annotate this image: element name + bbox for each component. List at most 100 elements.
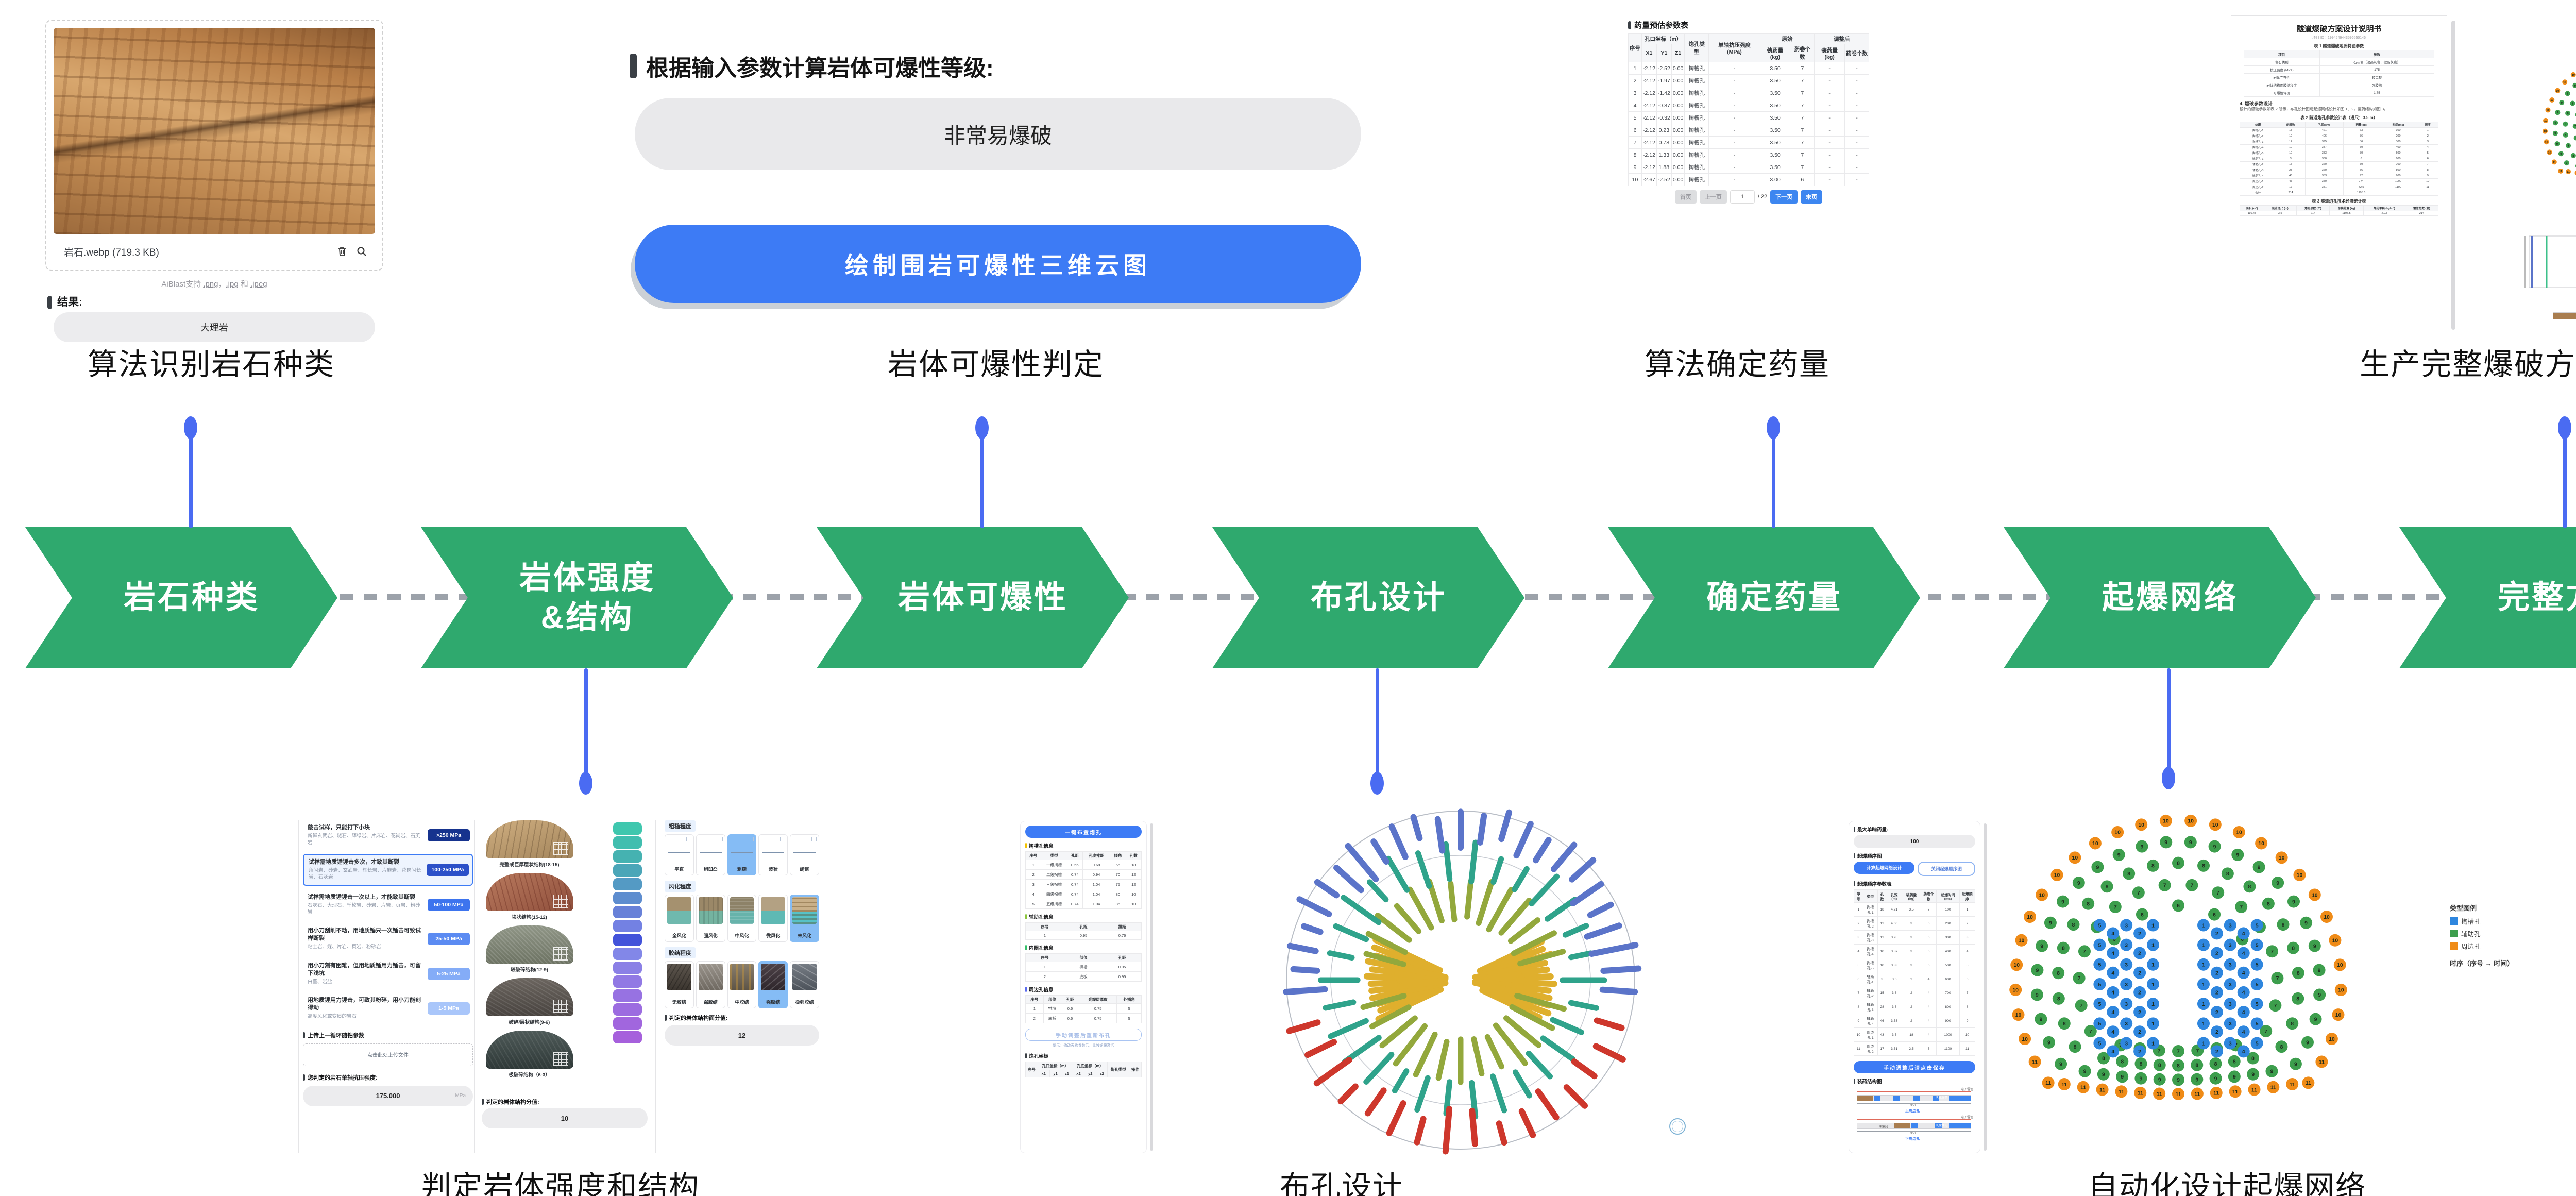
svg-text:7: 7 [2270, 949, 2274, 955]
joint-surface-panel: 粗糙程度 平直 稍凹凸 粗糙 波状 [665, 820, 819, 1046]
roughness-label: 粗糙程度 [665, 820, 696, 832]
expand-icon[interactable] [811, 837, 817, 841]
last-page-button[interactable]: 末页 [1801, 190, 1823, 204]
roughness-option[interactable]: 稍凹凸 [696, 834, 725, 875]
svg-text:2: 2 [2215, 1049, 2218, 1055]
expand-icon[interactable] [780, 837, 786, 841]
scale-number [613, 864, 642, 877]
auto-layout-button[interactable]: 一键布置炮孔 [1025, 826, 1142, 838]
svg-text:8: 8 [2158, 1063, 2161, 1069]
svg-text:7: 7 [2264, 1029, 2267, 1035]
strength-option[interactable]: 用地质锤用力锤击，可致其粉碎，用小刀能刻得动 高度风化或变质的岩石 1-5 MP… [303, 993, 473, 1024]
delete-icon[interactable] [336, 245, 348, 258]
svg-text:10: 10 [2022, 1036, 2028, 1042]
structure-option[interactable]: 极破碎结构（6-3） [485, 1031, 573, 1083]
timing-item [2450, 1065, 2568, 1076]
strength-option[interactable]: 敲击试样，只能打下小块 新鲜玄武岩、燧石、辉绿岩、片麻岩、花岗岩、石英岩 >25… [303, 820, 473, 850]
roughness-option[interactable]: 平直 [665, 834, 694, 875]
cementation-option[interactable]: 极强胶结 [790, 961, 819, 1008]
upload-dropzone[interactable]: 点击此处上传文件 [303, 1043, 473, 1066]
svg-text:10: 10 [2027, 914, 2033, 920]
structure-option[interactable]: 较破碎结构(12-9) [485, 925, 573, 978]
close-sequence-button[interactable]: 关闭起爆顺序图 [1918, 862, 1975, 876]
cementation-option[interactable]: 弱胶结 [696, 961, 725, 1008]
svg-text:4: 4 [2242, 1029, 2245, 1035]
prev-page-button[interactable]: 上一页 [1699, 190, 1727, 204]
strength-option[interactable]: 试样需地质锤锤击一次以上，才能致其断裂 石灰石、大理石、千枚岩、砂岩、片岩、页岩… [303, 889, 473, 920]
page-input[interactable] [1730, 190, 1755, 204]
cementation-option[interactable]: 强胶结 [758, 961, 788, 1008]
flow-step[interactable]: 确定药量 [1608, 527, 1920, 668]
flow-step[interactable]: 岩石种类 [25, 527, 337, 668]
structure-option[interactable]: 破碎/层状结构(9-6) [485, 978, 573, 1031]
flow-step[interactable]: 岩体可爆性 [817, 527, 1129, 668]
svg-text:7: 7 [2216, 890, 2219, 896]
timing-item [2450, 1053, 2568, 1065]
figure-hole-design-3d [1283, 808, 1642, 1155]
aux-holes-header: 辅助孔信息 [1025, 913, 1142, 920]
calc-network-button[interactable]: 计算起爆网络设计 [1854, 862, 1915, 874]
svg-text:2: 2 [2138, 950, 2141, 956]
strength-range-badge: 1-5 MPa [428, 1002, 470, 1015]
strength-option[interactable]: 用小刀刮削不动，用地质锤只一次锤击可致试样断裂 粘土岩、煤、片岩、页岩、粉砂岩 … [303, 923, 473, 954]
scrollbar[interactable] [1984, 823, 1987, 1151]
zoom-icon[interactable] [355, 245, 368, 258]
expand-icon[interactable] [686, 837, 691, 841]
svg-text:7: 7 [2158, 1048, 2161, 1054]
caption-detonation-network: 自动化设计起爆网络 [2088, 1170, 2367, 1196]
svg-text:8: 8 [2057, 970, 2060, 976]
doc-table3: 面积 (m²)设计进尺 (m)炮孔总数 (个)总装药量 (kg)炸药单耗 (kg… [2240, 205, 2439, 216]
flow-step[interactable]: 起爆网络 [2004, 527, 2316, 668]
structure-option[interactable]: 块状结构(15-12) [485, 873, 573, 925]
svg-text:8: 8 [2572, 155, 2574, 158]
weathering-option[interactable]: 全风化 [665, 895, 694, 942]
roughness-option[interactable]: 粗糙 [727, 834, 757, 875]
expand-icon[interactable] [749, 837, 754, 841]
scrollbar[interactable] [1150, 823, 1153, 1151]
sequence-table-header: 起爆顺序参数表 [1854, 880, 1975, 887]
structure-option[interactable]: 完整或巨厚层状结构(18-15) [485, 820, 573, 873]
cementation-option[interactable]: 无胶结 [665, 961, 694, 1008]
svg-text:7: 7 [2234, 1042, 2238, 1049]
svg-text:4: 4 [2111, 931, 2114, 937]
cementation-option[interactable]: 中胶结 [727, 961, 757, 1008]
weathering-option[interactable]: 中风化 [727, 895, 757, 942]
flow-step[interactable]: 岩体强度 &结构 [421, 527, 733, 668]
svg-text:1: 1 [2202, 1040, 2205, 1047]
scrollbar[interactable] [2451, 21, 2455, 330]
svg-text:10: 10 [2138, 822, 2144, 828]
svg-text:9: 9 [2294, 1061, 2297, 1067]
svg-text:8: 8 [2251, 1055, 2255, 1062]
weathering-option[interactable]: 微风化 [758, 895, 788, 942]
strength-option[interactable]: 用小刀刻有困难，但用地质锤用力锤击，可留下浅坑 白垩、岩盐 5-25 MPa [303, 958, 473, 989]
roughness-option[interactable]: 波状 [758, 834, 788, 875]
ucs-result-header: 您判定的岩石单轴抗压强度: [303, 1073, 473, 1082]
first-page-button[interactable]: 首页 [1674, 190, 1697, 204]
svg-text:8: 8 [2233, 1059, 2236, 1065]
timing-item [2450, 1017, 2568, 1029]
weathering-option[interactable]: 未风化 [790, 895, 819, 942]
relayout-button[interactable]: 手动调整后重新布孔 [1025, 1029, 1142, 1041]
next-page-button[interactable]: 下一页 [1770, 190, 1798, 204]
svg-text:10: 10 [2324, 914, 2330, 920]
draw-cloudmap-button[interactable]: 绘制围岩可爆性三维云图 [635, 225, 1361, 303]
svg-text:8: 8 [2074, 1044, 2077, 1050]
svg-text:6: 6 [2213, 912, 2216, 918]
svg-text:3: 3 [2125, 1040, 2128, 1047]
roughness-option[interactable]: 崎岖 [790, 834, 819, 875]
save-button[interactable]: 手动调整后请点击保存 [1854, 1061, 1975, 1073]
flow-step[interactable]: 布孔设计 [1212, 527, 1524, 668]
weathering-option[interactable]: 强风化 [696, 895, 725, 942]
strength-option[interactable]: 试样需地质锤锤击多次，才致其断裂 角闪岩、砂岩、玄武岩、辉长岩、片麻岩、花岗闪长… [303, 854, 473, 886]
expand-icon[interactable] [717, 837, 723, 841]
tunnel-face-image [485, 820, 573, 858]
